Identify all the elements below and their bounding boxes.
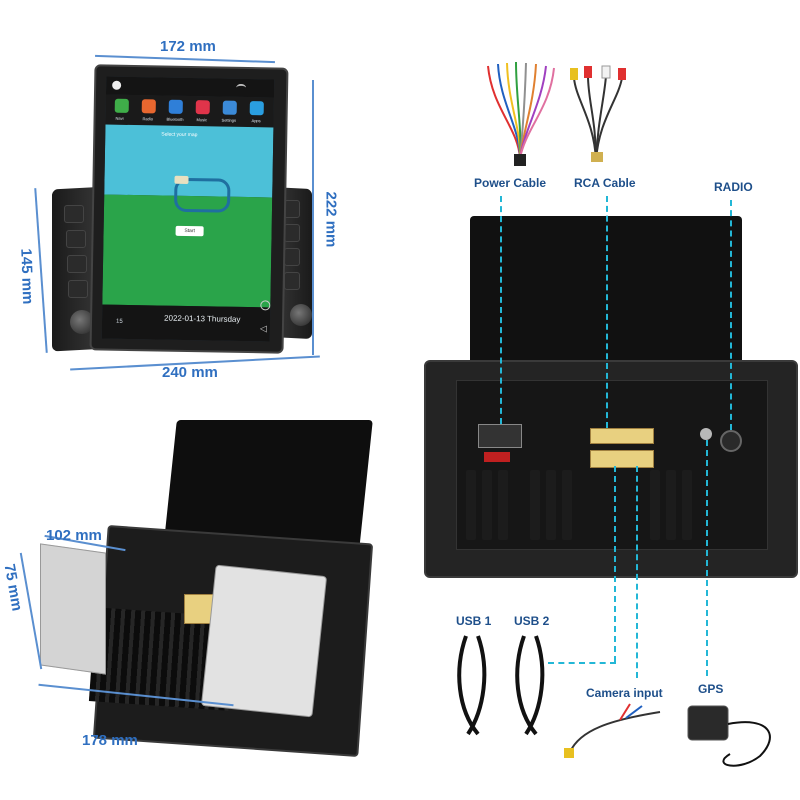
power-port xyxy=(478,424,522,448)
gear-icon[interactable] xyxy=(222,100,237,115)
power-cable-harness-image xyxy=(487,61,555,166)
navi-icon[interactable] xyxy=(114,98,129,113)
dim-width-top: 172 mm xyxy=(160,38,216,55)
usb1-cable-image xyxy=(457,635,487,736)
app-label-music: Music xyxy=(196,117,208,123)
can-port xyxy=(484,452,510,462)
radio-antenna-port xyxy=(720,430,742,452)
vent-4 xyxy=(530,470,540,540)
gps-label: GPS xyxy=(698,682,724,696)
vent-1 xyxy=(466,470,476,540)
dim-width-bottom: 240 mm xyxy=(162,364,218,381)
dim-line-left xyxy=(34,188,48,353)
touch-screen[interactable]: Navi Radio Bluetooth Music Settings Apps… xyxy=(101,76,275,342)
guide-rca xyxy=(606,196,608,428)
power-button[interactable] xyxy=(64,205,84,223)
app-label-settings: Settings xyxy=(221,117,237,123)
home-circle-icon[interactable] xyxy=(260,300,271,311)
side-button-1[interactable] xyxy=(284,200,300,218)
vent-3 xyxy=(498,470,508,540)
guide-power xyxy=(500,196,502,424)
usb2-cable-image xyxy=(515,635,545,736)
vent-9 xyxy=(682,470,692,540)
camera-input-label: Camera input xyxy=(586,686,663,700)
app-label-navi: Navi xyxy=(115,115,124,121)
wallpaper-title: Select your map xyxy=(161,131,198,139)
side-button-2[interactable] xyxy=(284,224,300,242)
wallpaper-start-button[interactable]: Start xyxy=(175,225,204,237)
dim-height-screen: 222 mm xyxy=(322,191,340,248)
guide-radio xyxy=(730,200,732,430)
app-label-bluetooth: Bluetooth xyxy=(166,116,184,122)
volume-readout: 15 xyxy=(115,318,123,325)
power-cable-label: Power Cable xyxy=(474,176,547,190)
dim-rear-width: 178 mm xyxy=(82,732,138,749)
vent-2 xyxy=(482,470,492,540)
back-button[interactable] xyxy=(67,255,87,273)
radio-label: RADIO xyxy=(714,180,753,194)
vent-5 xyxy=(546,470,556,540)
vent-8 xyxy=(666,470,676,540)
side-button-4[interactable] xyxy=(284,272,300,290)
dim-line-right xyxy=(312,80,314,355)
bluetooth-icon[interactable] xyxy=(168,99,183,114)
rca-cable-image xyxy=(570,65,626,162)
mute-button[interactable] xyxy=(68,280,88,298)
guide-camera xyxy=(636,466,638,678)
app-label-apps: Apps xyxy=(251,118,261,124)
wifi-icon xyxy=(236,83,247,92)
guide-usb xyxy=(614,466,616,662)
vent-6 xyxy=(562,470,572,540)
back-triangle-icon[interactable]: ◁ xyxy=(259,323,267,334)
mounting-bracket-left xyxy=(40,543,106,675)
grid-icon[interactable] xyxy=(249,101,264,116)
dim-height-body: 145 mm xyxy=(17,248,37,305)
guide-usb-h xyxy=(548,662,616,664)
datetime-readout: 2022-01-13 Thursday xyxy=(164,313,241,324)
usb1-label: USB 1 xyxy=(456,614,492,628)
rca-port-top xyxy=(590,428,654,444)
home-button[interactable] xyxy=(66,230,86,248)
camera-input-cable-image xyxy=(564,703,661,758)
rca-cable-label: RCA Cable xyxy=(574,176,636,190)
app-label-radio: Radio xyxy=(142,116,154,122)
mounting-bracket-right xyxy=(200,564,328,718)
side-button-3[interactable] xyxy=(284,248,300,266)
music-icon[interactable] xyxy=(195,100,210,115)
tune-knob[interactable] xyxy=(290,304,312,326)
rca-port-bottom xyxy=(590,450,654,468)
wallpaper-car xyxy=(174,175,189,185)
gps-antenna-image xyxy=(687,705,771,767)
guide-gps xyxy=(706,440,708,676)
dim-line-top xyxy=(95,54,275,64)
usb2-label: USB 2 xyxy=(514,614,550,628)
radio-icon[interactable] xyxy=(141,99,156,114)
dim-depth: 102 mm xyxy=(46,527,102,544)
gps-port xyxy=(700,428,712,440)
app-row: Navi Radio Bluetooth Music Settings Apps xyxy=(105,94,274,128)
vent-7 xyxy=(650,470,660,540)
